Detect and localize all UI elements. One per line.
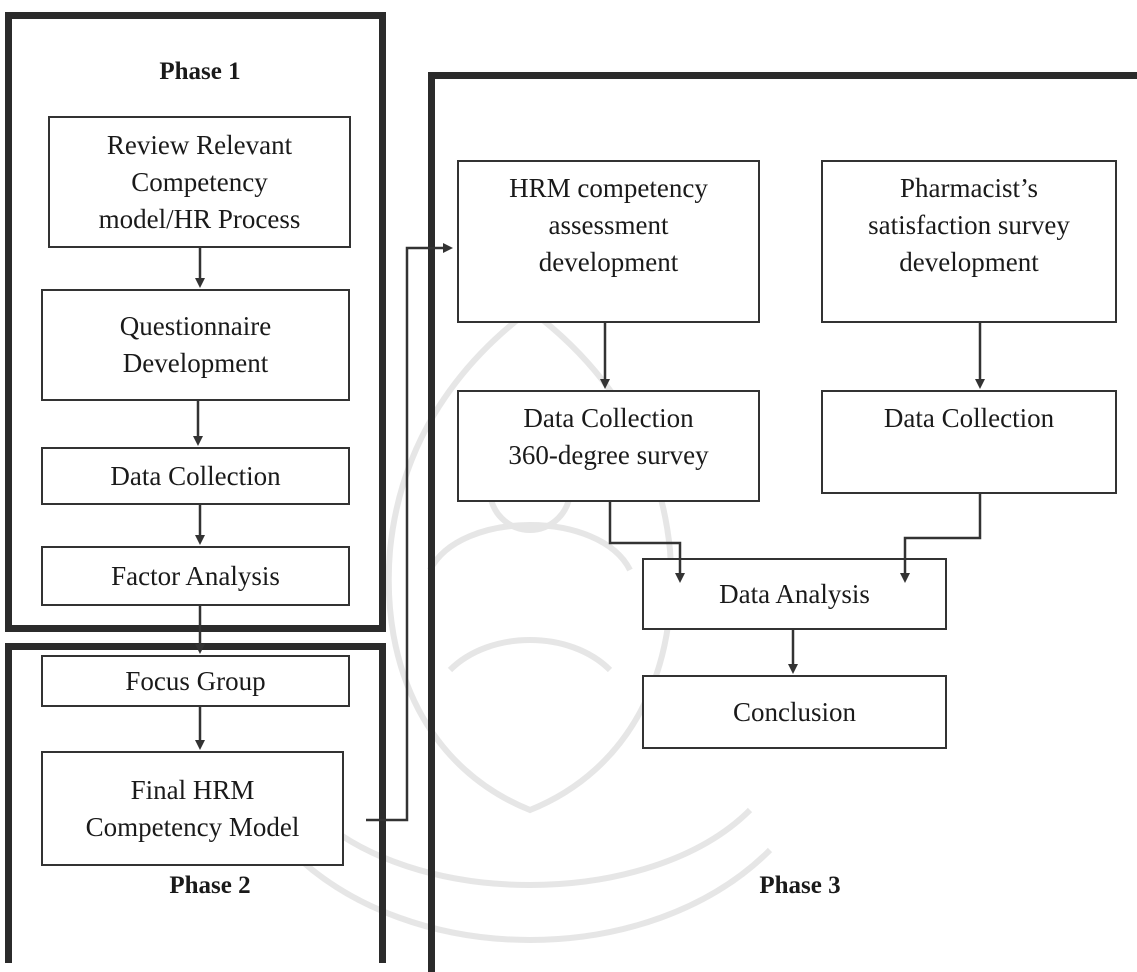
conclusion-box: Conclusion <box>642 675 947 749</box>
questionnaire-development-box: Questionnaire Development <box>41 289 350 401</box>
factor-analysis-box: Factor Analysis <box>41 546 350 606</box>
phase-3-label: Phase 3 <box>759 872 841 899</box>
final-hrm-model-box: Final HRM Competency Model <box>41 751 344 866</box>
pharmacist-survey-development-box: Pharmacist’s satisfaction survey develop… <box>821 160 1117 323</box>
review-competency-box: Review Relevant Competency model/HR Proc… <box>48 116 351 248</box>
data-collection-box-phase3: Data Collection <box>821 390 1117 494</box>
data-analysis-box: Data Analysis <box>642 558 947 630</box>
hrm-assessment-development-box: HRM competency assessment development <box>457 160 760 323</box>
data-collection-360-box: Data Collection 360-degree survey <box>457 390 760 502</box>
phase-1-label: Phase 1 <box>159 58 241 85</box>
phase-2-label: Phase 2 <box>169 872 251 899</box>
focus-group-box: Focus Group <box>41 655 350 707</box>
data-collection-box-phase1: Data Collection <box>41 447 350 505</box>
